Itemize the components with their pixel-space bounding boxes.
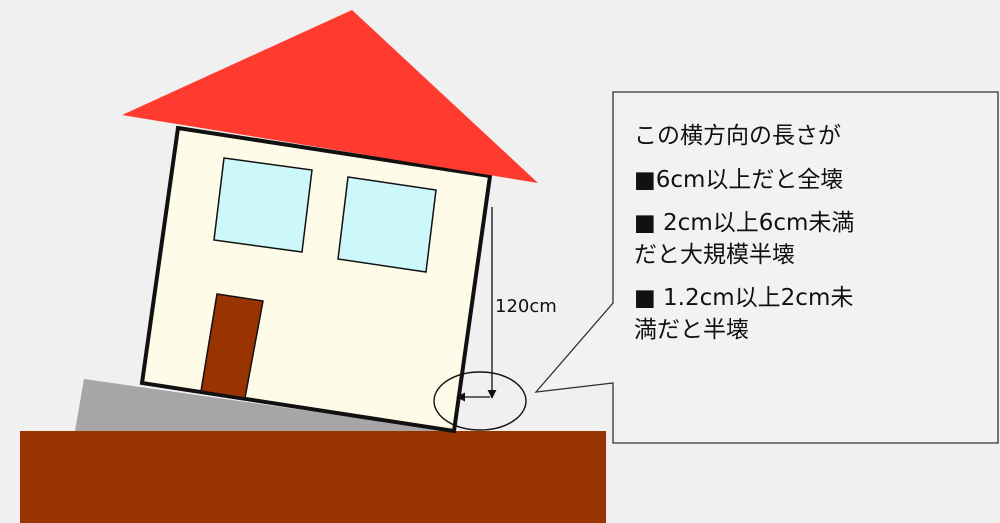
callout-text: この横方向の長さが ■6cm以上だと全壊 ■ 2cm以上6cm未満 だと大規模半… bbox=[634, 120, 984, 346]
window-right bbox=[337, 176, 437, 273]
callout-item-partial-line2: 満だと半壊 bbox=[634, 317, 749, 343]
callout-box bbox=[534, 91, 999, 444]
spacer bbox=[634, 152, 984, 164]
spacer bbox=[634, 196, 984, 207]
sunken-slope bbox=[75, 379, 450, 431]
spacer bbox=[634, 271, 984, 282]
house-wall bbox=[139, 125, 493, 434]
door bbox=[200, 293, 264, 399]
callout-item-partial-line1: ■ 1.2cm以上2cm未 bbox=[634, 285, 854, 311]
callout-item-major-partial-line2: だと大規模半壊 bbox=[634, 242, 795, 268]
window-left bbox=[213, 157, 313, 253]
ground bbox=[20, 431, 606, 523]
callout-intro: この横方向の長さが bbox=[634, 123, 841, 149]
roof bbox=[122, 10, 538, 183]
callout-item-total-collapse: ■6cm以上だと全壊 bbox=[634, 167, 844, 193]
height-label: 120cm bbox=[495, 296, 557, 317]
callout-item-major-partial-line1: ■ 2cm以上6cm未満 bbox=[634, 210, 855, 236]
highlight-ellipse bbox=[433, 371, 527, 431]
